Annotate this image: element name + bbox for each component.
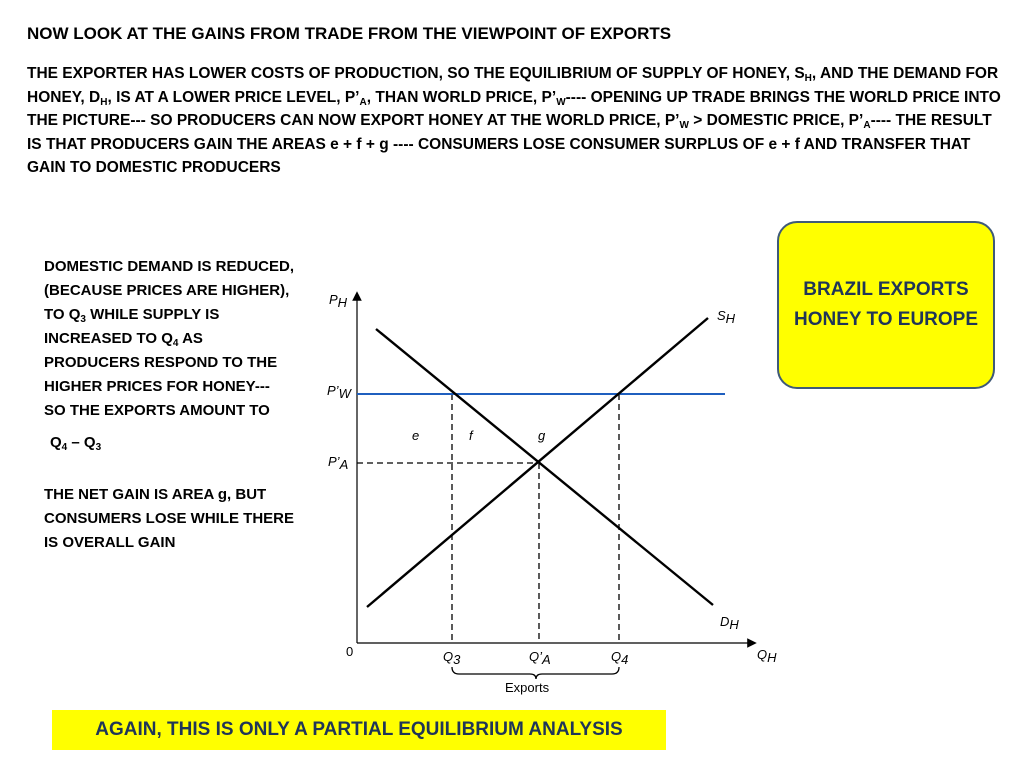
- q3-label: Q3: [443, 649, 461, 667]
- intro-paragraph: THE EXPORTER HAS LOWER COSTS OF PRODUCTI…: [27, 65, 1001, 176]
- footer-note: AGAIN, THIS IS ONLY A PARTIAL EQUILIBRIU…: [52, 710, 666, 750]
- net-gain-text: THE NET GAIN IS AREA g, BUT CONSUMERS LO…: [44, 486, 295, 551]
- supply-label: SH: [717, 308, 736, 326]
- exports-formula: Q4 – Q3: [50, 434, 102, 453]
- origin-label: 0: [346, 644, 353, 659]
- x-axis-label: QH: [757, 647, 777, 665]
- demand-curve: [375, 328, 714, 606]
- y-axis-label: PH: [329, 292, 348, 310]
- qa-label: Q’A: [529, 649, 551, 667]
- exports-label: Exports: [505, 680, 550, 695]
- exports-explanation: DOMESTIC DEMAND IS REDUCED, (BECAUSE PRI…: [44, 258, 295, 419]
- area-g-label: g: [538, 428, 546, 443]
- world-price-label: P’W: [327, 383, 353, 401]
- autarky-price-label: P’A: [328, 454, 348, 472]
- exports-bracket: [451, 666, 620, 680]
- q4-label: Q4: [611, 649, 628, 667]
- area-e-label: e: [412, 428, 419, 443]
- brazil-callout-box: BRAZIL EXPORTS HONEY TO EUROPE: [777, 221, 995, 389]
- slide-title: NOW LOOK AT THE GAINS FROM TRADE FROM TH…: [27, 24, 672, 43]
- area-f-label: f: [469, 428, 474, 443]
- demand-label: DH: [720, 614, 739, 632]
- callout-text: BRAZIL EXPORTS HONEY TO EUROPE: [793, 279, 979, 330]
- side-explanation: DOMESTIC DEMAND IS REDUCED, (BECAUSE PRI…: [44, 255, 294, 555]
